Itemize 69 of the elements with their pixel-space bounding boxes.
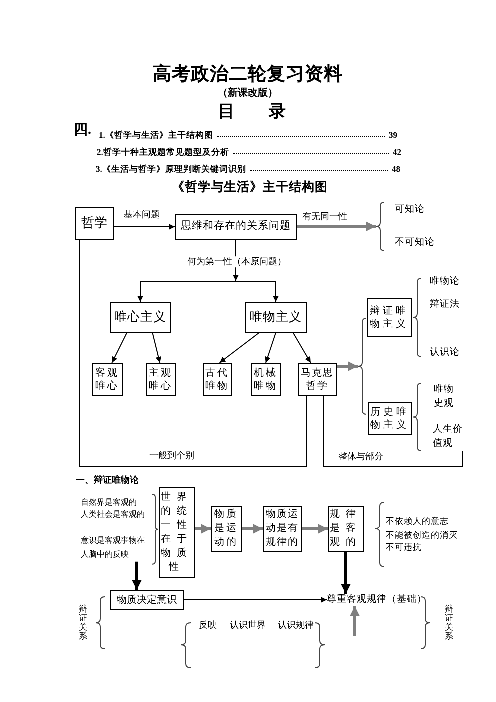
page-title: 高考政治二轮复习资料	[153, 64, 343, 86]
section-heading: 一、辩证唯物论	[76, 475, 139, 486]
arrow	[341, 552, 351, 594]
concept-label: 人生价值观	[433, 423, 464, 452]
concept-label: 不可违抗	[386, 542, 422, 554]
concept-box: 机械唯物	[251, 363, 281, 396]
concept-box: 历史唯物主义	[368, 402, 412, 435]
concept-label: 唯物论	[430, 276, 460, 288]
connector-line	[324, 396, 464, 468]
arrow	[195, 524, 211, 534]
arrow	[297, 222, 376, 232]
arrow	[302, 524, 328, 534]
arrow	[138, 240, 279, 302]
concept-box: 规律是客观的	[328, 506, 364, 552]
page-number: 39	[389, 130, 398, 140]
edge-label: 整体与部分	[336, 452, 386, 462]
concept-box: 主观唯心	[146, 363, 176, 396]
concept-box: 辩证唯物主义	[367, 298, 412, 337]
arrow	[219, 332, 260, 364]
relation-term: 反映	[199, 620, 217, 631]
arrow	[184, 597, 328, 603]
page-number: 42	[393, 147, 402, 158]
concept-label: 不依赖人的意志	[386, 516, 449, 528]
concept-label: 不可知论	[395, 237, 435, 250]
edition-note: （新课改版）	[218, 88, 278, 100]
concept-label: 自然界是客观的	[81, 497, 137, 509]
concept-label: 唯物史观	[434, 383, 456, 412]
relation-label: 辩证关系	[79, 605, 88, 641]
concept-box: 世界的统一性在于物质性	[159, 487, 195, 578]
toc-entry: 1.《哲学与生活》主干结构图	[99, 130, 214, 140]
arrow	[242, 524, 263, 534]
arrow	[112, 332, 128, 364]
arrow	[292, 332, 312, 364]
concept-box: 古代唯物	[203, 363, 232, 396]
edge-label: 一般到个别	[148, 450, 196, 462]
arrow	[152, 332, 162, 364]
relation-term: 认识规律	[278, 620, 314, 631]
concept-box: 哲学	[75, 207, 114, 240]
concept-label: 不能被创造的消灭	[386, 530, 458, 542]
relation-label: 辩证关系	[445, 605, 454, 641]
concept-box: 唯心主义	[110, 302, 171, 333]
arrow	[132, 562, 142, 590]
concept-box: 物质决定意识	[110, 590, 184, 610]
concept-label: 人类社会是客观的	[81, 509, 145, 521]
concept-label: 认识论	[430, 347, 460, 360]
part-number: 四.	[74, 123, 92, 140]
concept-box: 物质运动是有规律的	[263, 506, 302, 552]
concept-box: 唯物主义	[245, 302, 307, 333]
concept-box: 物质是运动的	[211, 506, 242, 552]
relation-term: 认识世界	[230, 620, 266, 631]
arrow	[114, 224, 176, 230]
edge-label: 基本问题	[122, 210, 162, 220]
toc-heading: 目录	[218, 102, 286, 122]
concept-label: 意识是客观事物在人脑中的反映	[81, 534, 151, 562]
connector-line	[80, 240, 308, 468]
arrow	[265, 332, 276, 364]
concept-label: 辩证法	[430, 299, 460, 312]
concept-box: 思维和存在的关系问题	[175, 214, 297, 240]
section-heading: 《哲学与生活》主干结构图	[172, 180, 328, 195]
concept-label: 尊重客观规律（基础）	[327, 594, 427, 606]
edge-label: 有无同一性	[300, 212, 350, 222]
arrow	[337, 362, 358, 372]
arrow	[350, 606, 360, 636]
toc-entry: 3.《生活与哲学》原理判断关键词识别	[96, 164, 246, 174]
concept-box: 马克思哲学	[298, 363, 337, 396]
toc-entry: 2.哲学十种主观题常见题型及分析	[97, 147, 230, 158]
concept-label: 可知论	[395, 204, 425, 216]
concept-box: 客观唯心	[92, 363, 123, 396]
page-number: 48	[392, 164, 400, 174]
